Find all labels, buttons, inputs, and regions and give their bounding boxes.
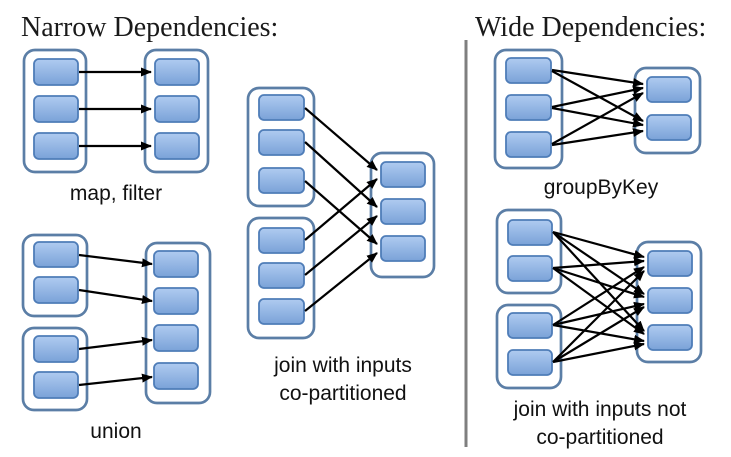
rdd-container-output <box>633 66 702 155</box>
rdd-container-output <box>369 151 436 279</box>
dependency-arrow <box>552 306 645 363</box>
map-filter-diagram: map, filter <box>22 48 210 205</box>
dependency-arrow <box>552 230 645 259</box>
join-not-co-partitioned-label-line2: co-partitioned <box>536 426 663 449</box>
partition-box <box>507 255 553 282</box>
partition-box <box>258 227 305 254</box>
partition-box <box>258 94 305 121</box>
partition-box <box>258 298 305 325</box>
partition-box <box>153 250 199 278</box>
rdd-container-parent <box>22 48 88 174</box>
partition-box <box>258 167 305 194</box>
partition-box <box>646 114 692 141</box>
rdd-container-parent-1 <box>21 233 89 318</box>
partition-box <box>33 132 79 160</box>
union-diagram: union <box>21 233 212 443</box>
partition-box <box>258 262 305 289</box>
dependency-arrow <box>304 215 378 276</box>
partition-box <box>33 371 79 399</box>
partition-box <box>380 161 426 188</box>
dependency-arrow <box>304 252 378 312</box>
partition-box <box>505 94 552 121</box>
map-filter-label: map, filter <box>70 182 162 205</box>
dependency-arrow <box>78 288 153 304</box>
dependency-arrow <box>552 267 645 335</box>
partition-box <box>380 198 426 225</box>
dependency-arrow <box>78 373 153 387</box>
join-co-partitioned-diagram: join with inputs co-partitioned <box>246 86 436 405</box>
rdd-container-output <box>143 48 210 174</box>
dependency-arrow <box>304 107 378 171</box>
join-co-partitioned-label-line1: join with inputs <box>273 354 412 377</box>
dependency-arrow <box>552 231 645 295</box>
dependency-arrow <box>552 266 645 299</box>
partition-box <box>258 129 305 156</box>
group-by-key-diagram: groupByKey <box>493 48 702 199</box>
wide-section-title: Wide Dependencies: <box>475 12 706 43</box>
dependency-arrow <box>552 257 645 270</box>
dependency-arrow <box>551 128 644 147</box>
partition-box <box>647 250 693 277</box>
rdd-container-parent-1 <box>495 208 563 295</box>
partition-box <box>33 276 79 304</box>
dependency-arrow <box>551 106 644 128</box>
dependency-arrow <box>78 336 153 351</box>
partition-box <box>33 58 79 86</box>
partition-box <box>153 362 199 390</box>
partition-box <box>507 312 553 339</box>
partition-box <box>380 235 426 262</box>
group-by-key-label: groupByKey <box>544 176 659 199</box>
partition-box <box>33 335 79 363</box>
dependency-arrow <box>78 253 153 268</box>
dependency-arrow <box>552 301 645 327</box>
partition-box <box>154 132 200 160</box>
dependency-arrow <box>304 180 378 245</box>
partition-box <box>647 287 693 314</box>
dependency-arrow <box>304 178 378 241</box>
rdd-container-output <box>635 240 703 364</box>
dependency-arrow <box>552 323 645 344</box>
dependency-arrow <box>552 341 645 364</box>
partition-box <box>507 349 553 376</box>
partition-box <box>153 287 199 315</box>
join-co-partitioned-label-line2: co-partitioned <box>279 382 406 405</box>
dependency-arrow <box>552 266 645 326</box>
join-not-co-partitioned-label-line1: join with inputs not <box>513 398 687 421</box>
partition-box <box>153 324 199 352</box>
partition-box <box>647 324 693 351</box>
union-label: union <box>90 420 141 443</box>
partition-box <box>33 95 79 123</box>
join-not-co-partitioned-diagram: join with inputs not co-partitioned <box>495 208 703 449</box>
rdd-container-parent-2 <box>246 216 316 340</box>
partition-box <box>505 131 552 158</box>
rdd-container-output <box>144 241 212 405</box>
partition-box <box>507 219 553 246</box>
rdd-container-parent-2 <box>495 303 563 390</box>
dependency-arrow <box>304 141 378 208</box>
dependency-arrow <box>551 70 644 122</box>
partition-box <box>33 241 79 268</box>
dependency-arrow <box>551 85 644 109</box>
dependency-arrow <box>551 68 644 87</box>
dependency-arrow <box>551 92 644 145</box>
rdd-container-parent-1 <box>246 86 316 208</box>
rdd-container-parent-2 <box>21 326 89 412</box>
partition-box <box>505 57 552 84</box>
partition-box <box>646 76 692 103</box>
partition-box <box>154 95 200 123</box>
dependency-arrow <box>552 270 645 363</box>
partition-box <box>154 58 200 86</box>
narrow-section-title: Narrow Dependencies: <box>21 12 278 43</box>
